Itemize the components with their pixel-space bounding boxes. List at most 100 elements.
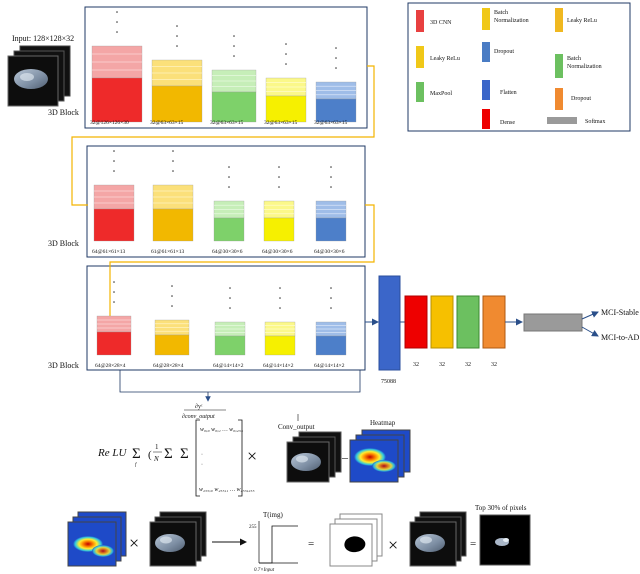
legend-batchnorm-2-line1: Batch (567, 56, 581, 62)
gradient-branch-line (119, 370, 361, 393)
conv-output-stack (286, 431, 342, 483)
dense-units-3: 32 (465, 362, 471, 368)
dense-layer-1 (404, 295, 428, 349)
layer-dot (229, 287, 231, 289)
partial-denominator: ∂conv_output (182, 413, 215, 420)
block-3-layer-1 (96, 281, 132, 356)
sum-symbol-2: Σ (164, 446, 173, 462)
masked-brain-stack (409, 511, 467, 567)
multiply-sign-1: × (247, 446, 257, 466)
output-mci-stable: MCI-Stable (601, 308, 639, 317)
legend-swatches (416, 8, 577, 129)
block-1-label: 3D Block (48, 108, 79, 117)
dense-layer-4 (482, 295, 506, 349)
block-2-dim-3: 64@30×30×6 (212, 249, 243, 255)
block-1-layer-2 (151, 25, 203, 123)
layer-dot (335, 57, 337, 59)
open-paren: ( (148, 449, 152, 461)
layer-dot (113, 160, 115, 162)
block-1-layer-4 (265, 43, 307, 123)
layer-dot (330, 307, 332, 309)
layer-dot (330, 186, 332, 188)
layer-bottom (213, 217, 245, 242)
layer-dot (330, 166, 332, 168)
layer-dot (335, 47, 337, 49)
frac-numerator: 1 (155, 443, 159, 451)
multiply-sign-3: × (388, 535, 398, 555)
legend-batchnorm-1-line1: Batch (494, 10, 508, 16)
threshold-xlabel: 0.7×Input (254, 568, 275, 573)
sum-index: f (135, 463, 137, 468)
block-1-layer-1 (91, 11, 143, 123)
layer-bottom (315, 217, 347, 242)
conv-output-label: Conv_output (278, 423, 315, 431)
matrix-top-row: w₀,₀ w₀,₁ … w₀,₂₅₅ (200, 427, 243, 433)
legend-labels: 3D CNN Batch Normalization Leaky ReLu Le… (430, 10, 605, 126)
layer-dot (278, 186, 280, 188)
flatten-size: 75088 (381, 379, 396, 385)
layer-dot (335, 67, 337, 69)
layer-dot (233, 35, 235, 37)
layer-bottom (263, 217, 295, 242)
layer-dot (330, 297, 332, 299)
layer-dot (330, 176, 332, 178)
block-2-layer-5 (315, 166, 347, 242)
block-1-dim-1: 32@126×126×30 (90, 120, 129, 126)
block-1-layer-5 (315, 47, 357, 123)
legend-dense: Dense (500, 120, 515, 126)
layer-dot (229, 297, 231, 299)
layer-dot (172, 160, 174, 162)
layer-dot (228, 186, 230, 188)
layer-bottom (315, 335, 347, 356)
layer-dot (279, 307, 281, 309)
layer-dot (279, 297, 281, 299)
matrix-bottom-row: w₂₅₅,₀ w₂₅₅,₁ … w₂₅₅,₂₅₅ (199, 487, 255, 493)
layer-bottom (152, 208, 194, 242)
block-2-layer-1 (93, 150, 135, 242)
layer-dot (116, 21, 118, 23)
threshold-ymax: 255 (249, 525, 257, 530)
legend-batchnorm-2-line2: Normalization (567, 64, 602, 70)
overlay-heatmap-stack (67, 511, 127, 567)
frac-denominator: N (153, 455, 159, 463)
output-arrow-2 (581, 326, 599, 337)
layer-dot (116, 31, 118, 33)
block-2-dim-4: 64@30×30×6 (262, 249, 293, 255)
layer-dot (113, 150, 115, 152)
layer-dot (113, 291, 115, 293)
dense-units-2: 32 (439, 362, 445, 368)
legend-leaky-relu-2: Leaky ReLu (567, 18, 597, 24)
legend-batchnorm-2: Batch Normalization (567, 56, 602, 70)
equals-sign-2: = (470, 538, 476, 550)
dense-units-1: 32 (413, 362, 419, 368)
matrix-dots-2: · (201, 462, 203, 468)
layer-dot (171, 305, 173, 307)
layer-dot (330, 287, 332, 289)
dense-layer-2 (430, 295, 454, 349)
input-volume (7, 45, 71, 107)
layer-bottom (265, 95, 307, 123)
legend-batchnorm-1: Batch Normalization (494, 10, 529, 24)
layer-dot (278, 176, 280, 178)
dense-layer-3 (456, 295, 480, 349)
layer-bottom (93, 208, 135, 242)
legend-frame (407, 2, 631, 132)
matrix-right-bracket (238, 419, 243, 497)
layer-dot (113, 170, 115, 172)
binary-mask-stack (329, 513, 383, 567)
legend-dropout-1: Dropout (494, 49, 514, 55)
legend-batchnorm-1-line2: Normalization (494, 18, 529, 24)
block-3-dim-5: 64@14×14×2 (314, 363, 345, 369)
layer-bottom (91, 77, 143, 123)
matrix-left-bracket (195, 419, 200, 497)
layer-dot (278, 166, 280, 168)
threshold-plot: T(img) 255 0.7×Input (249, 511, 298, 573)
block-2-dim-2: 61@61×61×13 (151, 249, 185, 255)
layer-dot (285, 43, 287, 45)
dense-units-4: 32 (491, 362, 497, 368)
block-2-dim-5: 64@30×30×6 (314, 249, 345, 255)
block-3-label: 3D Block (48, 361, 79, 370)
layer-dot (176, 35, 178, 37)
layer-dot (172, 170, 174, 172)
